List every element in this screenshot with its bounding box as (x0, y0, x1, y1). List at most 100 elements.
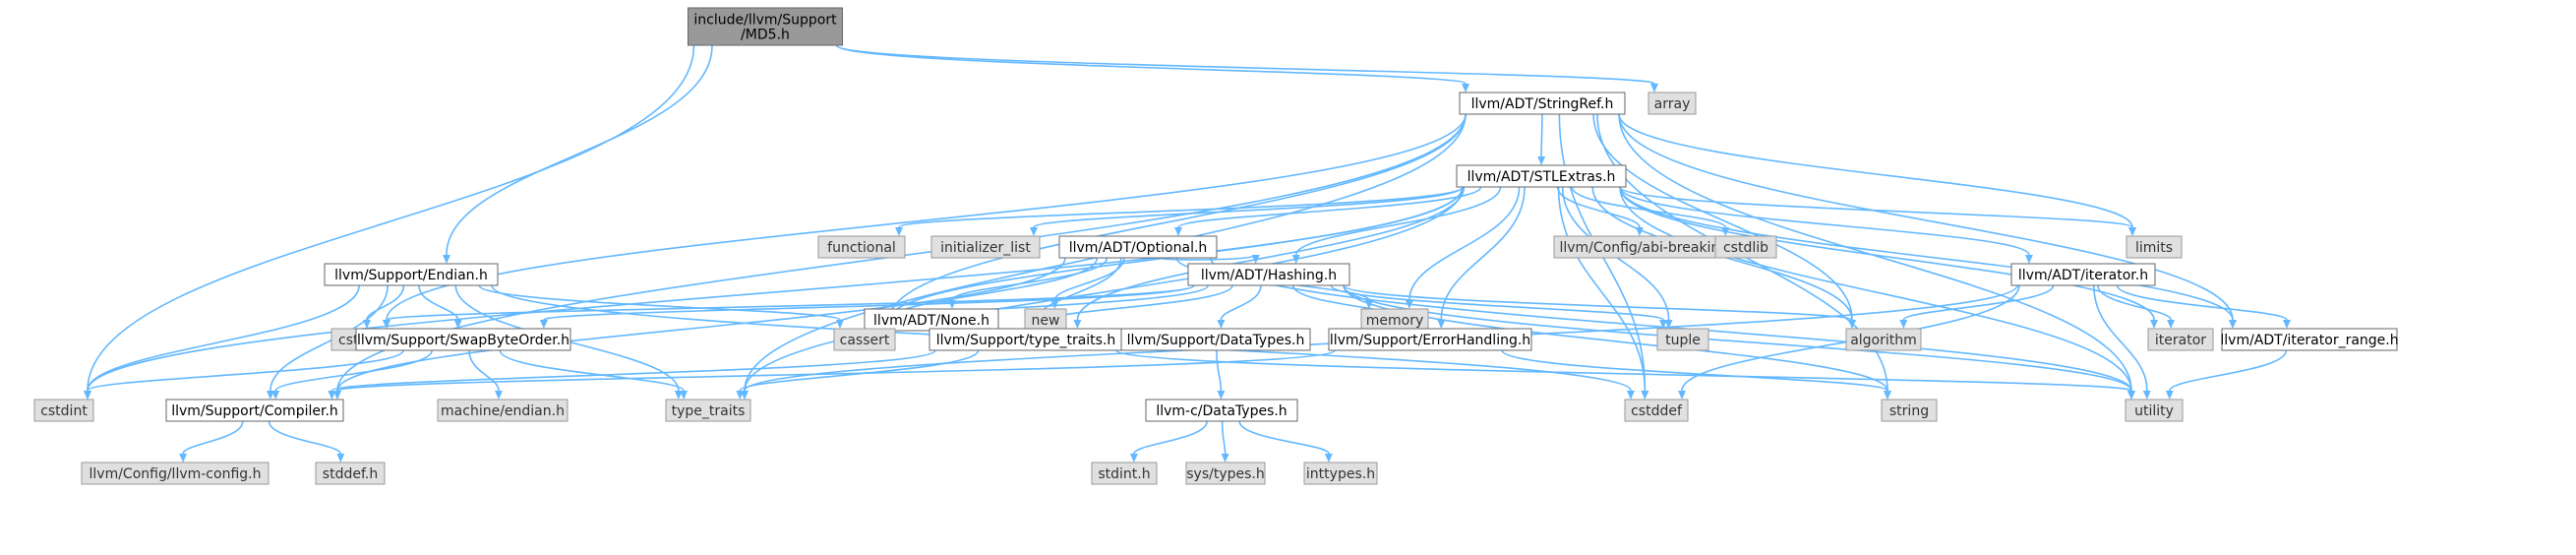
edge-stringref-to-cassert (888, 113, 1467, 321)
arrowhead-cdatatypes-to-inttypes (1324, 454, 1333, 462)
node-label: type_traits (672, 403, 746, 419)
arrowhead-datatypes-to-cdatatypes (1217, 391, 1226, 400)
node-hashing[interactable]: llvm/ADT/Hashing.h (1187, 263, 1350, 286)
node-iterator_h[interactable]: llvm/ADT/iterator.h (2010, 263, 2156, 286)
arrowhead-errorhandling-to-compiler (333, 391, 341, 400)
node-label: llvm/ADT/iterator.h (2018, 268, 2148, 283)
node-box (833, 328, 896, 351)
edge-errorhandling-to-compiler (336, 349, 1336, 392)
edge-swapbyteorder-to-compiler (274, 349, 433, 392)
arrowhead-endian-to-compiler (266, 391, 274, 400)
edge-swapbyteorder-to-cstdint (87, 349, 404, 392)
node-none[interactable]: llvm/ADT/None.h (864, 308, 999, 332)
edge-cdatatypes-to-stdint (1133, 420, 1208, 455)
node-label: llvm/ADT/Optional.h (1069, 240, 1208, 256)
node-stringref[interactable]: llvm/ADT/StringRef.h (1459, 92, 1626, 115)
edge-md5-to-stringref (835, 44, 1467, 85)
node-stlextras[interactable]: llvm/ADT/STLExtras.h (1456, 164, 1627, 188)
arrowhead-md5-to-endian (443, 255, 450, 264)
arrowhead-stlextras-to-functional (895, 227, 903, 236)
edge-stringref-to-stlextras (1540, 113, 1543, 157)
edge-stlextras-to-iterator (1619, 186, 2155, 321)
edge-stlextras-to-type_traits (744, 186, 1464, 392)
arrowhead-stlextras-to-cstddef (1641, 391, 1649, 400)
arrowhead-iterator_h-to-utility (2142, 391, 2151, 400)
node-stdint: stdint.h (1091, 462, 1158, 485)
node-compiler[interactable]: llvm/Support/Compiler.h (165, 399, 344, 422)
arrowhead-swapbyteorder-to-compiler (271, 391, 280, 400)
node-label: stdint.h (1098, 466, 1150, 482)
arrowhead-swapbyteorder-to-machineendian (495, 391, 503, 400)
edge-md5-to-cstdint (87, 44, 695, 392)
arrowhead-hashing-to-swapbyteorder (539, 320, 548, 329)
node-datatypes[interactable]: llvm/Support/DataTypes.h (1120, 328, 1311, 351)
edge-hashing-to-datatypes (1220, 284, 1262, 321)
arrowhead-errorhandling-to-string (1884, 391, 1891, 400)
node-machineendian: machine/endian.h (437, 399, 569, 422)
edge-hashing-to-swapbyteorder (543, 284, 1195, 321)
arrowhead-optional-to-hashing (1251, 255, 1260, 264)
node-cassert: cassert (833, 328, 896, 351)
node-label: array (1654, 96, 1691, 112)
edge-compiler-to-llvmconfig (182, 420, 244, 455)
edge-cdatatypes-to-systypes (1221, 420, 1227, 455)
node-box (1120, 328, 1311, 351)
node-array: array (1647, 92, 1697, 115)
node-box (315, 462, 386, 485)
arrowhead-hashing-to-tuple (1659, 320, 1667, 329)
node-errorhandling[interactable]: llvm/Support/ErrorHandling.h (1328, 328, 1532, 351)
node-label: cassert (840, 333, 890, 348)
node-box (437, 399, 569, 422)
node-label: llvm/Config/abi-breaking.h (1559, 240, 1741, 256)
node-label: include/llvm/Support (693, 13, 837, 29)
arrowhead-stlextras-to-iterator_h (2024, 255, 2033, 264)
node-label: /MD5.h (741, 28, 790, 43)
node-abibreaking: llvm/Config/abi-breaking.h (1553, 235, 1748, 259)
arrowhead-typetraits_h-to-utility (2127, 391, 2135, 400)
node-cstdint: cstdint (33, 399, 94, 422)
arrowhead-hashing-to-datatypes (1217, 320, 1226, 329)
node-limits: limits (2126, 235, 2183, 259)
node-box (1881, 399, 1938, 422)
edge-stlextras-to-abibreaking (1556, 186, 1641, 228)
node-box (688, 7, 843, 46)
node-label: cstdint (40, 403, 88, 419)
arrowhead-md5-to-array (1650, 84, 1658, 92)
arrowhead-hashing-to-algorithm (1848, 320, 1856, 329)
node-cdatatypes[interactable]: llvm-c/DataTypes.h (1145, 399, 1298, 422)
arrowhead-iterator_h-to-cstddef (1678, 391, 1686, 400)
edge-errorhandling-to-string (1501, 349, 1888, 392)
edge-stlextras-to-cstdint (87, 186, 1464, 392)
edge-cdatatypes-to-inttypes (1238, 420, 1330, 455)
arrowhead-stlextras-to-initializer_list (1030, 227, 1038, 236)
node-md5: include/llvm/Support/MD5.h (688, 7, 843, 46)
edge-stlextras-to-errorhandling (1440, 186, 1526, 321)
node-typetraits_h[interactable]: llvm/Support/type_traits.h (929, 328, 1123, 351)
node-swapbyteorder[interactable]: llvm/Support/SwapByteOrder.h (355, 328, 571, 351)
node-new: new (1024, 308, 1067, 332)
node-box (1656, 328, 1709, 351)
node-box (33, 399, 94, 422)
node-box (1091, 462, 1158, 485)
node-label: llvm/ADT/STLExtras.h (1468, 169, 1616, 185)
node-label: new (1032, 313, 1060, 329)
node-box (2125, 399, 2184, 422)
edge-endian-to-swapbyteorder (418, 284, 459, 321)
node-label: utility (2134, 403, 2174, 419)
node-label: llvm/ADT/Hashing.h (1201, 268, 1337, 283)
node-initializer_list: initializer_list (930, 235, 1041, 259)
node-box (1058, 235, 1218, 259)
node-box (324, 263, 499, 286)
edge-endian-to-compiler (270, 284, 389, 392)
node-llvmconfig: llvm/Config/llvm-config.h (81, 462, 270, 485)
node-iterator_range[interactable]: llvm/ADT/iterator_range.h (2220, 328, 2399, 351)
node-box (1845, 328, 1922, 351)
node-endian[interactable]: llvm/Support/Endian.h (324, 263, 499, 286)
node-memory: memory (1360, 308, 1429, 332)
node-optional[interactable]: llvm/ADT/Optional.h (1058, 235, 1218, 259)
arrowhead-md5-to-stringref (1462, 84, 1469, 92)
node-label: stddef.h (323, 466, 378, 482)
arrowhead-endian-to-cstddef (1627, 391, 1635, 400)
edge-hashing-to-cstring (386, 284, 1195, 321)
